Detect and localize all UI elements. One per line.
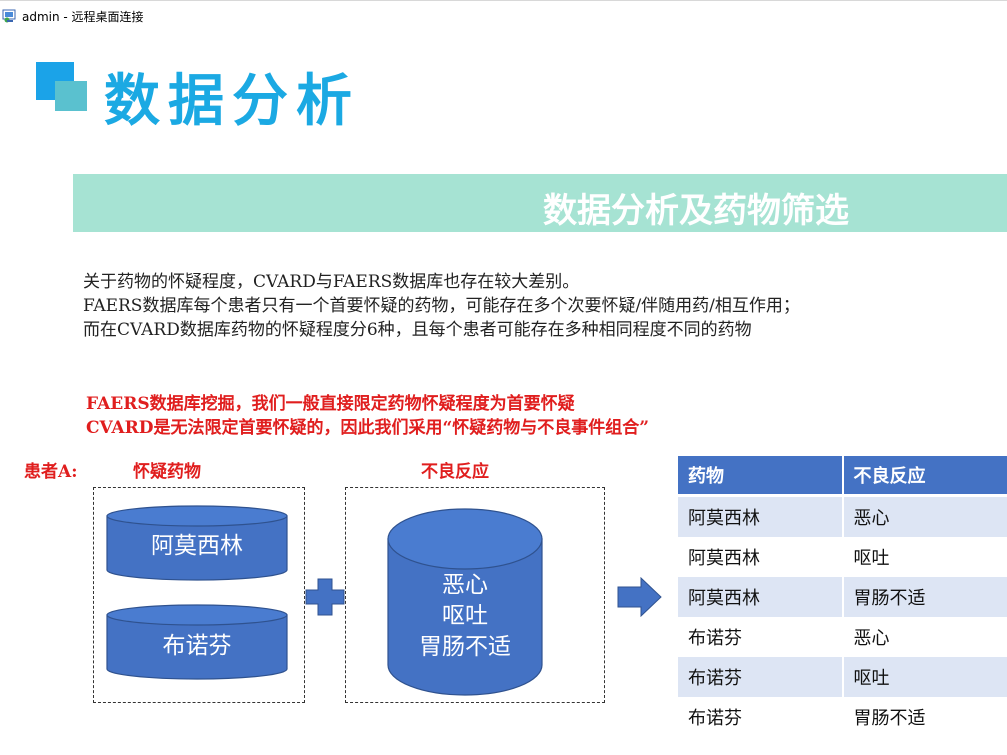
table-row: 布诺芬 胃肠不适 [678,697,1007,737]
table-cell-drug: 布诺芬 [678,657,844,697]
highlight-line: FAERS数据库挖掘，我们一般直接限定药物怀疑程度为首要怀疑 [86,394,575,414]
table-row: 阿莫西林 胃肠不适 [678,577,1007,617]
remote-desktop-icon [2,9,16,23]
intro-text: 关于药物的怀疑程度，CVARD与FAERS数据库也存在较大差别。 FAERS数据… [83,270,800,342]
table-cell-reaction: 呕吐 [842,537,1007,577]
intro-line: 而在CVARD数据库药物的怀疑程度分6种，且每个患者可能存在多种相同程度不同的药… [83,320,752,340]
highlight-line: CVARD是无法限定首要怀疑的，因此我们采用“怀疑药物与不良事件组合” [86,418,650,438]
plus-icon [305,578,345,616]
drug-name: 布诺芬 [162,633,232,659]
suspect-drugs-label: 怀疑药物 [133,462,201,482]
drug-name: 阿莫西林 [151,533,243,559]
table-row: 布诺芬 呕吐 [678,657,1007,697]
table-cell-reaction: 胃肠不适 [842,697,1007,737]
title-logo-square-front [55,81,87,111]
reaction-cylinder [387,508,543,696]
patient-label: 患者A: [24,462,78,482]
table-header-row: 药物 不良反应 [678,456,1007,497]
drug-cylinder-1 [106,505,288,581]
table-cell-drug: 布诺芬 [678,617,844,657]
table-header-cell: 不良反应 [842,456,1007,497]
slide-title: 数据分析 [104,68,360,134]
drugs-group-box [93,487,305,703]
table-cell-drug: 阿莫西林 [678,577,844,617]
highlight-text: FAERS数据库挖掘，我们一般直接限定药物怀疑程度为首要怀疑 CVARD是无法限… [86,392,649,440]
table-cell-reaction: 恶心 [842,617,1007,657]
reaction-name: 恶心 [442,572,488,598]
section-banner [73,174,1007,232]
reaction-name: 呕吐 [442,603,488,629]
drug-reaction-table: 药物 不良反应 阿莫西林 恶心 阿莫西林 呕吐 阿莫西林 胃肠不适 布诺芬 恶心 [678,456,1007,737]
table-cell-reaction: 恶心 [842,495,1007,537]
table-row: 布诺芬 恶心 [678,617,1007,657]
reaction-name: 胃肠不适 [419,634,511,660]
slide-canvas: 数据分析 数据分析及药物筛选 关于药物的怀疑程度，CVARD与FAERS数据库也… [24,62,1007,737]
right-arrow-icon [617,577,662,617]
table-row: 阿莫西林 呕吐 [678,537,1007,577]
table-row: 阿莫西林 恶心 [678,495,1007,537]
intro-line: FAERS数据库每个患者只有一个首要怀疑的药物，可能存在多个次要怀疑/伴随用药/… [83,296,800,316]
table-header-cell: 药物 [678,456,844,497]
table-cell-drug: 阿莫西林 [678,495,844,537]
intro-line: 关于药物的怀疑程度，CVARD与FAERS数据库也存在较大差别。 [83,272,580,292]
section-banner-title: 数据分析及药物筛选 [543,191,849,231]
table-cell-reaction: 胃肠不适 [842,577,1007,617]
table-cell-drug: 布诺芬 [678,697,844,737]
table-cell-reaction: 呕吐 [842,657,1007,697]
table-cell-drug: 阿莫西林 [678,537,844,577]
window-titlebar[interactable]: admin - 远程桌面连接 [0,0,1007,30]
drug-cylinder-2 [106,604,288,680]
window-title: admin - 远程桌面连接 [22,10,144,24]
adverse-reactions-label: 不良反应 [421,462,489,482]
reactions-group-box [345,487,605,703]
